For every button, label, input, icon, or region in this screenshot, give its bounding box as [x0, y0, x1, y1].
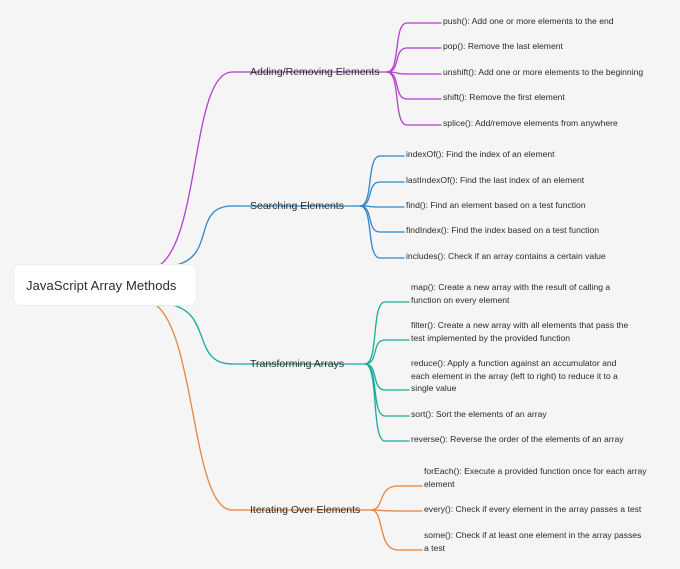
leaf-includes[interactable]: includes(): Check if an array contains a… — [406, 250, 606, 263]
leaf-unshift[interactable]: unshift(): Add one or more elements to t… — [443, 66, 643, 79]
leaf-pop[interactable]: pop(): Remove the last element — [443, 40, 563, 53]
leaf-reverse[interactable]: reverse(): Reverse the order of the elem… — [411, 433, 624, 446]
branch-transforming[interactable]: Transforming Arrays — [250, 358, 344, 371]
branch-leaf-connector — [359, 155, 405, 207]
leaf-text-line: single value — [411, 383, 457, 394]
root-branch-connector — [175, 205, 233, 266]
root-branch-connector — [159, 71, 233, 266]
leaf-text-line: some(): Check if at least one element in… — [424, 530, 642, 540]
branch-leaf-connector — [386, 71, 442, 75]
branch-label: Iterating Over Elements — [250, 504, 361, 516]
leaf-text-line: splice(): Add/remove elements from anywh… — [443, 118, 618, 128]
leaf-findindex[interactable]: findIndex(): Find the index based on a t… — [406, 224, 599, 237]
branch-leaf-connector — [386, 22, 442, 73]
leaf-text-line: filter(): Create a new array with all el… — [411, 320, 629, 330]
leaf-text-line: element — [424, 478, 455, 489]
leaf-lastindexof[interactable]: lastIndexOf(): Find the last index of an… — [406, 174, 584, 187]
root-node[interactable]: JavaScript Array Methods — [14, 265, 196, 305]
leaf-sort[interactable]: sort(): Sort the elements of an array — [411, 408, 547, 421]
leaf-find[interactable]: find(): Find an element based on a test … — [406, 199, 586, 212]
branch-leaf-connector — [359, 205, 405, 259]
leaf-text-line: shift(): Remove the first element — [443, 92, 565, 102]
leaf-reduce[interactable]: reduce(): Apply a function against an ac… — [411, 357, 618, 395]
leaf-text-line: function on every element — [411, 294, 510, 305]
branch-searching[interactable]: Searching Elements — [250, 200, 344, 213]
branch-leaf-connector — [359, 181, 405, 207]
branch-iterating[interactable]: Iterating Over Elements — [250, 504, 360, 517]
leaf-text-line: unshift(): Add one or more elements to t… — [443, 67, 644, 77]
branch-label: Adding/Removing Elements — [250, 66, 380, 78]
branch-leaf-connector — [359, 205, 405, 208]
leaf-push[interactable]: push(): Add one or more elements to the … — [443, 15, 614, 28]
leaf-text-line: find(): Find an element based on a test … — [406, 200, 586, 210]
branch-leaf-connector — [370, 509, 423, 512]
branch-leaf-connector — [370, 509, 423, 551]
leaf-text-line: every(): Check if every element in the a… — [424, 504, 642, 514]
branch-leaf-connector — [386, 71, 442, 126]
branch-label: Searching Elements — [250, 200, 344, 212]
root-branch-connector — [155, 304, 233, 511]
leaf-text-line: test implemented by the provided functio… — [411, 332, 571, 343]
leaf-text-line: indexOf(): Find the index of an element — [406, 149, 555, 159]
root-label: JavaScript Array Methods — [26, 277, 177, 293]
leaf-indexof[interactable]: indexOf(): Find the index of an element — [406, 148, 555, 161]
leaf-text-line: pop(): Remove the last element — [443, 41, 563, 51]
leaf-text-line: includes(): Check if an array contains a… — [406, 251, 606, 261]
branch-leaf-connector — [370, 485, 423, 511]
branch-leaf-connector — [364, 301, 410, 365]
leaf-text-line: push(): Add one or more elements to the … — [443, 16, 614, 26]
leaf-text-line: each element in the array (left to right… — [411, 370, 618, 381]
leaf-text-line: map(): Create a new array with the resul… — [411, 282, 611, 292]
leaf-some[interactable]: some(): Check if at least one element in… — [424, 529, 641, 554]
root-branch-connector — [171, 304, 233, 365]
leaf-shift[interactable]: shift(): Remove the first element — [443, 91, 565, 104]
leaf-filter[interactable]: filter(): Create a new array with all el… — [411, 319, 628, 344]
leaf-text-line: reduce(): Apply a function against an ac… — [411, 358, 617, 368]
leaf-every[interactable]: every(): Check if every element in the a… — [424, 503, 641, 516]
leaf-text-line: forEach(): Execute a provided function o… — [424, 466, 647, 476]
branch-adding-removing[interactable]: Adding/Removing Elements — [250, 66, 380, 79]
leaf-text-line: a test — [424, 542, 446, 553]
branch-leaf-connector — [364, 363, 410, 442]
branch-leaf-connector — [359, 205, 405, 233]
leaf-text-line: lastIndexOf(): Find the last index of an… — [406, 175, 585, 185]
branch-leaf-connector — [364, 339, 410, 365]
branch-leaf-connector — [386, 47, 442, 73]
branch-label: Transforming Arrays — [250, 358, 345, 370]
leaf-splice[interactable]: splice(): Add/remove elements from anywh… — [443, 117, 618, 130]
leaf-text-line: findIndex(): Find the index based on a t… — [406, 225, 600, 235]
leaf-text-line: sort(): Sort the elements of an array — [411, 409, 547, 419]
leaf-text-line: reverse(): Reverse the order of the elem… — [411, 434, 624, 444]
leaf-foreach[interactable]: forEach(): Execute a provided function o… — [424, 465, 647, 490]
leaf-map[interactable]: map(): Create a new array with the resul… — [411, 281, 610, 306]
